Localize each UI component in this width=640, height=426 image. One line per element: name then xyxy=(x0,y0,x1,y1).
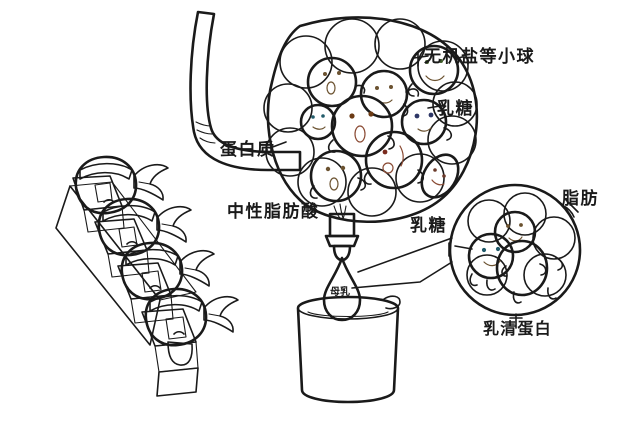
piglets-at-trough-group xyxy=(55,155,239,397)
magnified-character-orange xyxy=(495,239,549,304)
nutrient-character-green xyxy=(407,44,470,97)
lactose-top-pointer xyxy=(427,105,441,109)
piglet-2 xyxy=(97,197,192,257)
magnified-character-cyan xyxy=(467,232,515,291)
label-breast-milk-drop: 母乳 xyxy=(330,287,350,298)
nutrient-character-blue xyxy=(400,98,453,146)
label-fat: 脂肪 xyxy=(562,189,599,209)
lactose-pointer xyxy=(454,245,473,250)
piglet-1 xyxy=(74,155,169,215)
nutrient-character-peach xyxy=(420,153,460,199)
magnifier-connector-top xyxy=(357,237,453,273)
fat-pointer xyxy=(561,204,575,218)
nutrient-character-yellow xyxy=(309,149,367,203)
magnifier-circle xyxy=(448,183,582,317)
salts-pointer xyxy=(413,55,429,59)
protein-pointer xyxy=(269,141,287,149)
nutrient-character-cream-1 xyxy=(306,56,366,108)
label-lactose-top: 乳糖 xyxy=(437,99,474,119)
milk-duct xyxy=(189,10,302,172)
label-neutral-fatty-acid: 中性脂肪酸 xyxy=(227,202,320,222)
milk-droplet xyxy=(322,256,362,322)
label-whey-protein: 乳清蛋白 xyxy=(483,319,552,338)
label-lactose-left: 乳糖 xyxy=(410,216,447,236)
magnifier-connector-bottom xyxy=(351,261,453,289)
milk-bucket xyxy=(296,295,400,404)
nutrient-character-red xyxy=(363,130,425,190)
gland-sac xyxy=(266,16,479,223)
label-inorganic-salts: 无机盐等小球 xyxy=(424,47,535,67)
magnified-composition-group xyxy=(351,183,582,329)
piglet-4 xyxy=(144,287,239,366)
nutrient-character-cyan xyxy=(299,103,337,141)
label-protein: 蛋白质 xyxy=(220,140,276,160)
milk-drop-and-bucket-group xyxy=(296,256,401,404)
teat-nozzle xyxy=(324,203,360,262)
mammary-gland-group xyxy=(189,10,479,262)
piglet-3 xyxy=(120,241,215,301)
